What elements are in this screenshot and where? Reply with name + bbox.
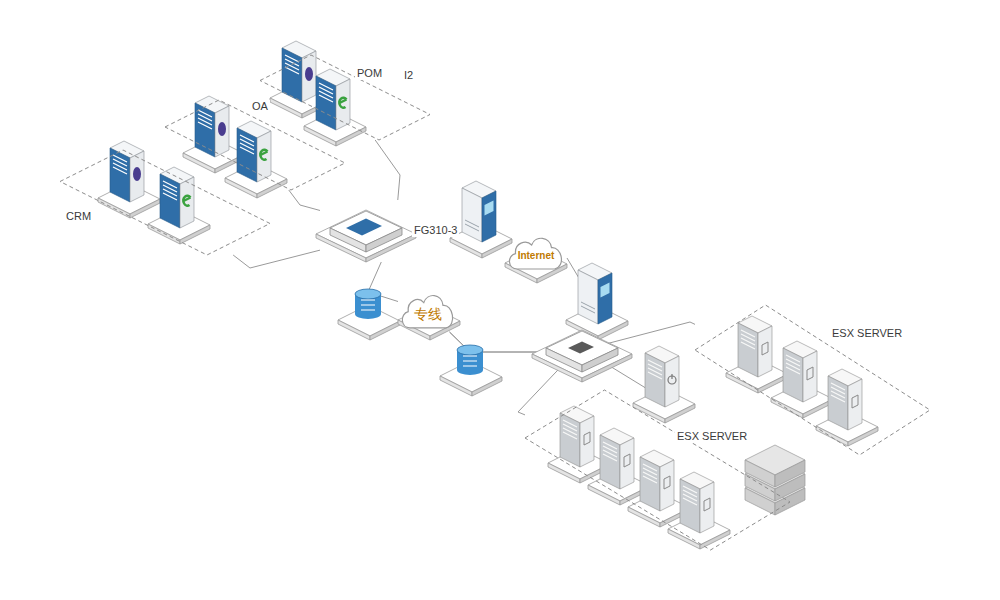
esx-host <box>771 341 833 418</box>
group-outline <box>260 55 430 140</box>
device-label: FG310-3 <box>412 224 459 237</box>
workstation-server <box>566 263 628 340</box>
cloud-label: 专线 <box>414 306 442 323</box>
web-server <box>225 121 287 198</box>
cloud-shape <box>402 296 452 328</box>
group-label: ESX SERVER <box>675 430 749 443</box>
firewall-box <box>316 210 416 262</box>
network-link <box>375 140 400 200</box>
esx-host <box>816 369 878 446</box>
server-group: ESX SERVER <box>525 390 790 550</box>
dashed-outline <box>260 55 430 140</box>
app-server <box>98 141 160 218</box>
group-outline <box>525 390 790 550</box>
network-cloud: 专线 <box>398 290 458 332</box>
web-server <box>304 69 366 146</box>
network-link <box>289 190 320 210</box>
network-cloud: Internet <box>505 233 567 273</box>
group-outline <box>165 100 345 190</box>
group-label: CRM <box>64 210 93 223</box>
group-outline <box>60 150 270 255</box>
switch-device <box>532 330 632 382</box>
group-label: ESX SERVER <box>830 327 904 340</box>
esx-host <box>668 472 730 549</box>
pom-servers <box>270 41 366 146</box>
cloud-shape <box>509 238 561 269</box>
power-server <box>633 346 695 423</box>
group-label: OA <box>250 100 270 113</box>
dashed-outline <box>165 100 345 190</box>
workstation-server <box>450 181 512 258</box>
router-icon <box>338 289 400 340</box>
network-link <box>233 250 320 268</box>
app-server <box>183 96 245 173</box>
firewall-device: FG310-3 <box>320 200 470 262</box>
dashed-outline <box>60 150 270 255</box>
oa-servers <box>183 96 287 198</box>
server-group: OA <box>165 100 345 190</box>
group-label: I2 <box>402 69 415 82</box>
server-group: POM I2 <box>260 55 430 140</box>
server-group: CRM <box>60 150 270 255</box>
dashed-outline <box>525 390 790 550</box>
router-icon <box>440 345 502 396</box>
esx-host <box>726 316 788 393</box>
group-label: POM <box>355 67 384 80</box>
esx-servers-bottom <box>548 406 730 549</box>
cloud-label: Internet <box>518 250 555 262</box>
